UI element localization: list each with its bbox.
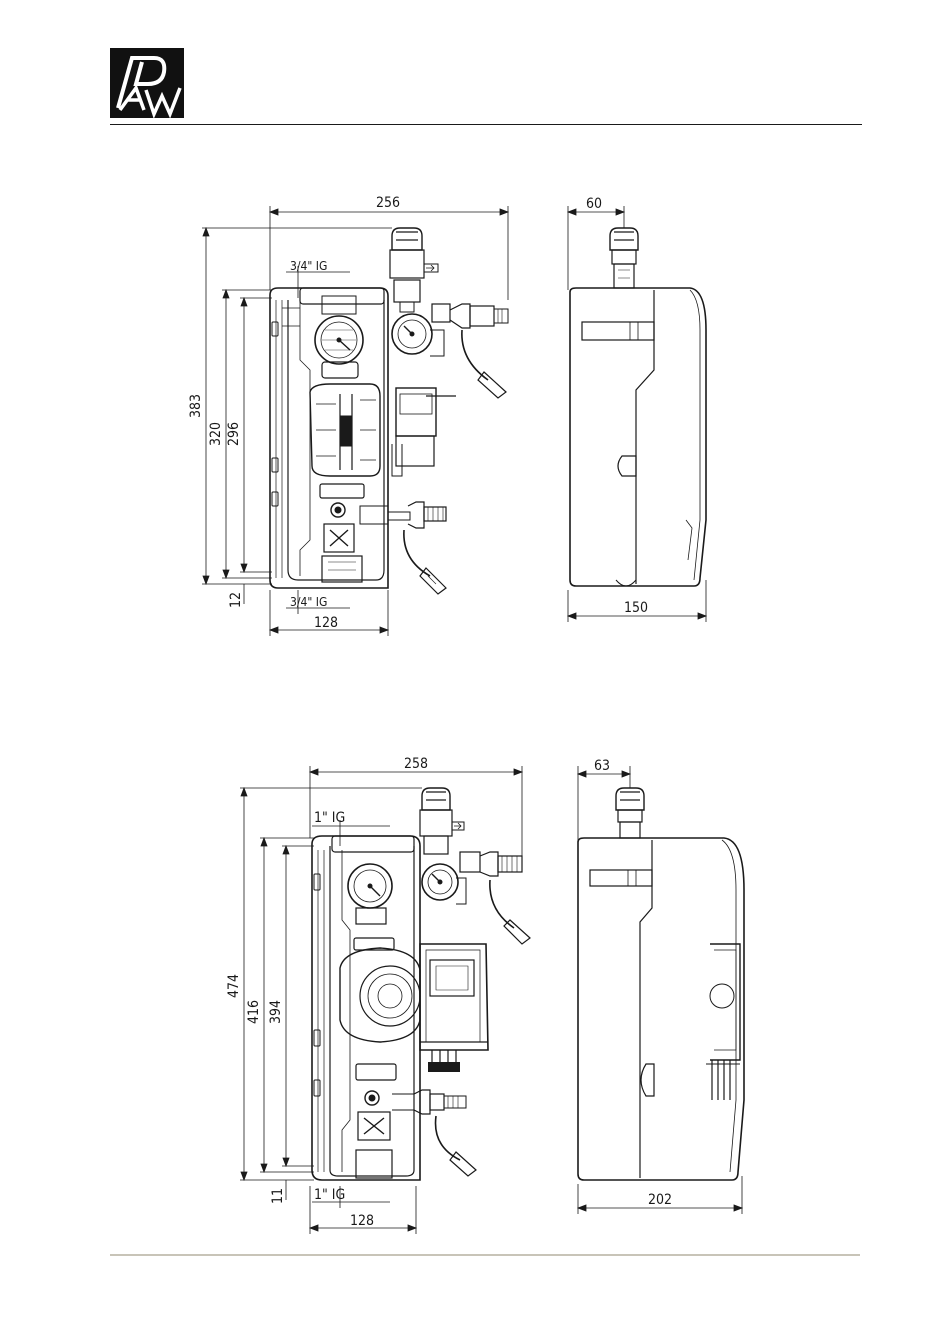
bottom-front-dim-labels: 258 474 416 394 11 1" IG 1" IG 128 (226, 756, 428, 1229)
dim-bottom-offset-top: 12 (228, 592, 244, 608)
dim-height-mid-bottom: 416 (246, 1000, 262, 1024)
dim-bottom-offset-bottom: 11 (270, 1188, 286, 1204)
top-side-dim-labels: 60 150 (586, 196, 648, 616)
dim-height-total-top: 383 (188, 394, 204, 418)
dim-height-mid-top: 320 (208, 422, 224, 446)
top-front-view (270, 228, 508, 594)
dim-valve-offset-top: 60 (586, 196, 602, 212)
dim-base-width-top: 128 (314, 615, 338, 631)
bottom-side-view (578, 788, 744, 1180)
dim-height-inner-top: 296 (226, 422, 242, 446)
top-side-view (570, 228, 706, 586)
top-front-dim-labels: 256 383 320 296 12 3/4" IG 3/4" IG 128 (188, 195, 400, 631)
dim-valve-offset-bottom: 63 (594, 758, 610, 774)
dim-connection-top-bottom: 1" IG (314, 810, 345, 826)
dim-height-total-bottom: 474 (226, 974, 242, 998)
dim-width-top: 256 (376, 195, 400, 211)
dim-connection-bottom-top: 3/4" IG (290, 595, 327, 609)
dim-base-width-bottom: 128 (350, 1213, 374, 1229)
dim-connection-top-top: 3/4" IG (290, 259, 327, 273)
top-side-dimensions (568, 206, 706, 622)
bottom-side-dim-labels: 63 202 (594, 758, 672, 1208)
dim-height-inner-bottom: 394 (268, 1000, 284, 1024)
dim-connection-bottom-bottom: 1" IG (314, 1187, 345, 1203)
dim-width-bottom: 258 (404, 756, 428, 772)
top-front-dimensions (202, 206, 508, 636)
bottom-front-view (312, 788, 530, 1180)
dim-depth-bottom: 202 (648, 1192, 672, 1208)
bottom-side-dimensions (578, 766, 742, 1214)
dim-depth-top: 150 (624, 600, 648, 616)
